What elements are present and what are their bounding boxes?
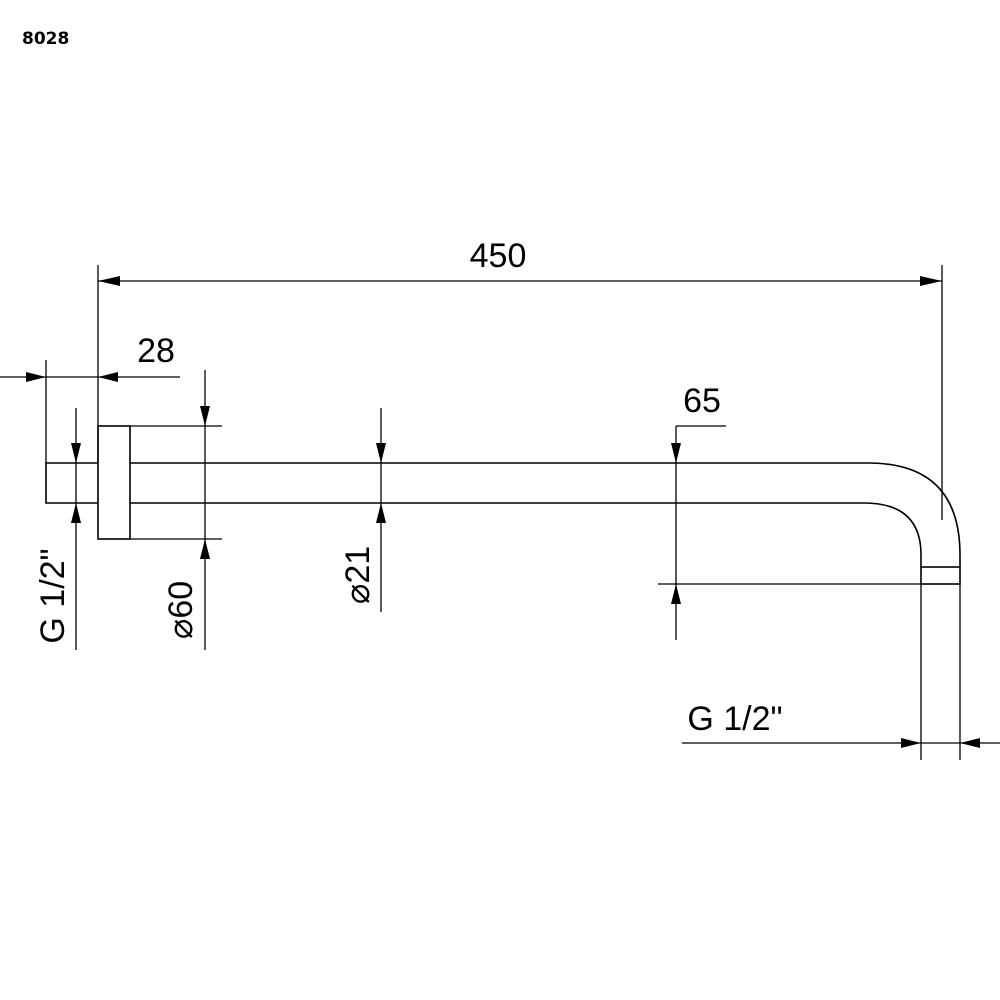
dim-pipe-diameter: ⌀21 bbox=[339, 408, 386, 612]
dim-wall-thread: G 1/2" bbox=[34, 408, 81, 650]
wall-thread-stub bbox=[45, 462, 98, 504]
dim-outlet-thread: G 1/2" bbox=[682, 584, 1000, 760]
dim-label-pipe-diameter: ⌀21 bbox=[339, 546, 377, 604]
dim-flange-diameter: ⌀60 bbox=[130, 370, 222, 650]
dim-label-flange-depth: 28 bbox=[137, 332, 175, 370]
model-code: 8028 bbox=[22, 29, 69, 49]
dim-label-flange-diameter: ⌀60 bbox=[162, 581, 200, 639]
shower-arm-outline bbox=[45, 425, 961, 585]
arm-top-edge bbox=[130, 462, 961, 567]
wall-flange bbox=[97, 425, 131, 540]
dim-flange-depth: 28 bbox=[0, 332, 180, 463]
arm-bottom-edge bbox=[130, 502, 922, 567]
dim-label-outlet-thread: G 1/2" bbox=[687, 700, 782, 738]
outlet-thread bbox=[920, 566, 961, 585]
dim-label-drop: 65 bbox=[683, 382, 721, 420]
dim-total-length: 450 bbox=[97, 237, 943, 520]
dim-label-wall-thread: G 1/2" bbox=[34, 548, 72, 643]
dim-drop: 65 bbox=[658, 382, 921, 640]
dim-label-total-length: 450 bbox=[470, 237, 527, 275]
